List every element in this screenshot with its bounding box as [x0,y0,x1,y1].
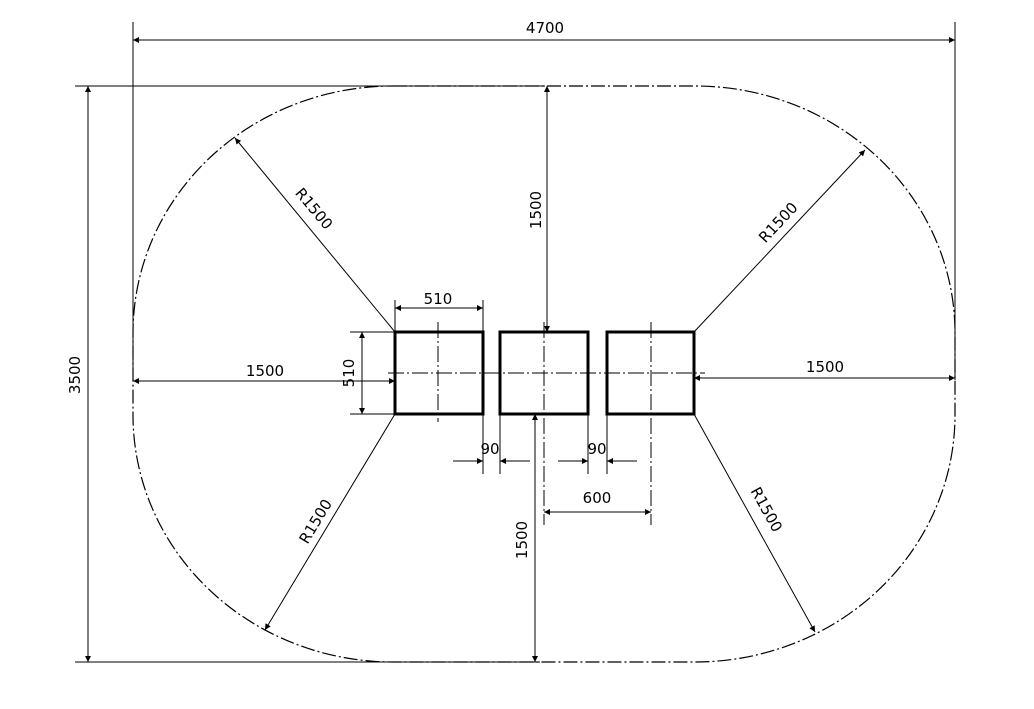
dim-box-height: 510 [340,359,358,388]
dim-overall-width: 4700 [526,19,564,37]
dim-gap-right: 90 [587,440,606,458]
dim-left-clearance: 1500 [246,362,284,380]
dim-overall-height: 3500 [66,356,84,394]
box-center [498,330,590,416]
dim-bottom-clearance: 1500 [513,521,531,559]
box-right [605,330,696,416]
dim-box-width: 510 [424,290,453,308]
dim-right-clearance: 1500 [806,358,844,376]
dim-gap-left: 90 [480,440,499,458]
clearance-outline [132,85,956,663]
radius-bottom-right: R1500 [747,484,786,535]
center-lines [388,322,705,525]
dim-spacing: 600 [583,489,612,507]
box-left [393,330,485,416]
dimension-lines [85,37,955,662]
radius-top-left: R1500 [291,184,336,233]
dim-top-clearance: 1500 [527,191,545,229]
radius-top-right: R1500 [755,199,801,247]
extension-lines [75,22,956,663]
